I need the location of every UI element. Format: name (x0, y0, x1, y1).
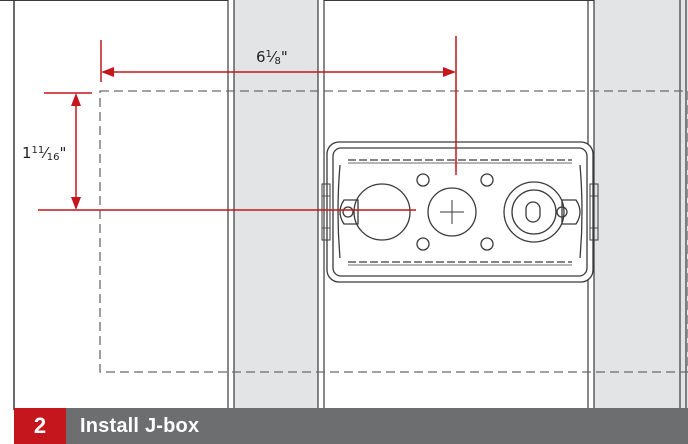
cutout-outline (99, 90, 688, 373)
arrowhead-down (71, 197, 81, 210)
stud-left (227, 0, 325, 410)
junction-box (321, 141, 599, 283)
wall-frame (0, 0, 688, 410)
arrowhead-up (71, 93, 81, 106)
vertical-dimension-label: 111⁄16" (22, 144, 66, 163)
dimension-lines (38, 36, 457, 211)
step-title: Install J-box (80, 414, 200, 437)
arrowhead-left (101, 67, 114, 77)
arrowhead-right (443, 67, 456, 77)
stud-right (587, 0, 688, 410)
horizontal-dimension-label: 61⁄8" (256, 48, 288, 67)
step-caption-bar: 2 Install J-box (14, 408, 688, 444)
step-number-badge: 2 (14, 408, 66, 444)
